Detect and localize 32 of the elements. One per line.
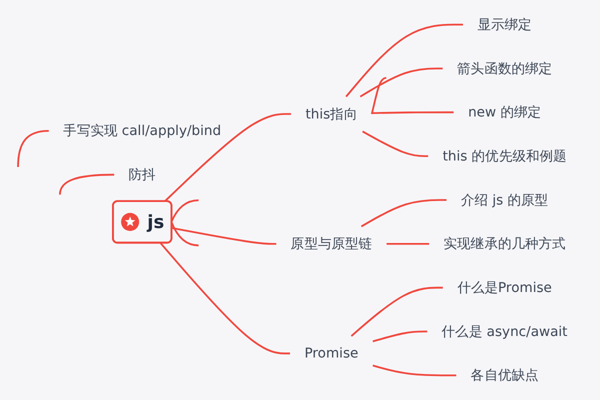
branch-line [360, 68, 443, 98]
topic-text: 原型与原型链 [290, 235, 372, 252]
root-topic-box: js [112, 200, 172, 244]
branch-line [172, 227, 276, 245]
topic-text: 各自优缺点 [470, 367, 538, 384]
topic-text: 手写实现 call/apply/bind [63, 122, 222, 139]
branch-line [170, 199, 199, 222]
branch-line [350, 286, 443, 337]
topic-text: 什么是 async/await [442, 323, 568, 340]
topic-text: 显示绑定 [477, 16, 532, 33]
branch-line [386, 242, 430, 245]
topic-text: 箭头函数的绑定 [457, 60, 552, 76]
branch-line [59, 174, 114, 195]
branch-line [160, 242, 290, 354]
branch-line [164, 113, 291, 202]
branch-line [345, 24, 463, 98]
branch-line [372, 330, 428, 342]
branch-line [170, 222, 199, 246]
branch-line [370, 76, 386, 114]
topic-text: Promise [304, 345, 358, 362]
branch-line [372, 111, 454, 114]
topic-text: this指向 [305, 106, 358, 122]
topic-text: 什么是Promise [457, 279, 552, 296]
branch-line [372, 364, 456, 376]
topic-text: 防抖 [128, 166, 156, 183]
branch-line [362, 130, 428, 158]
topic-text: 实现继承的几种方式 [444, 235, 566, 252]
branch-line [360, 199, 446, 228]
topic-text: 介绍 js 的原型 [460, 192, 548, 208]
branch-line [17, 130, 49, 168]
topic-text: this 的优先级和例题 [442, 148, 567, 164]
topic-text: new 的绑定 [468, 104, 542, 120]
